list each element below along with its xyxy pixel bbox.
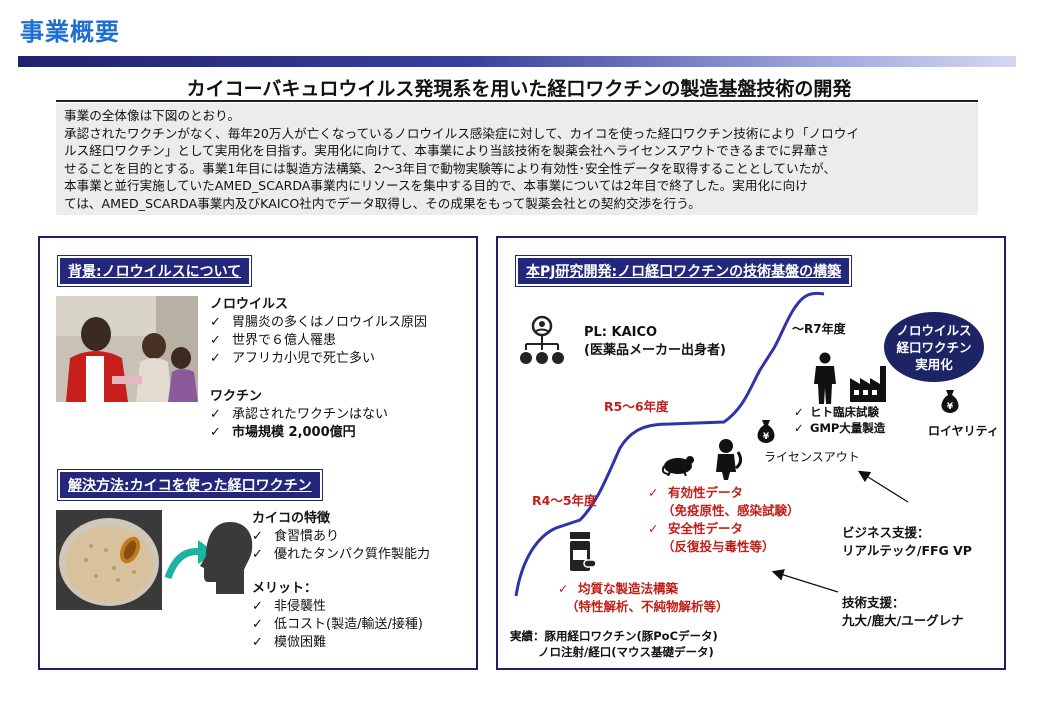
summary-line: せることを目的とする。事業1年目には製造方法構築、2～3年目で動物実験等により有… (64, 160, 837, 176)
summary-line: 事業の全体像は下図のとおり。 (64, 108, 241, 123)
pl-line1: PL: KAICO (584, 325, 658, 340)
features-heading: カイコの特徴 (252, 511, 331, 526)
tech-support-label: 技術支援： (842, 595, 905, 610)
list-item: ✓GMP大量製造 (794, 421, 886, 435)
goal-line1: ノロウイルス (896, 323, 972, 338)
summary-line: 本事業と並行実施していたAMED_SCARDA事業内にリソースを集中する目的で、… (64, 178, 808, 194)
summary-line: ては、AMED_SCARDA事業内及びKAICO社内でデータ取得し、その成果をも… (64, 195, 701, 211)
merits-heading: メリット： (252, 581, 318, 596)
clinical-list: ✓ヒト臨床試験 ✓GMP大量製造 (794, 404, 885, 436)
safety-heading: ✓安全性データ (648, 521, 744, 536)
merits-info: メリット： ✓非侵襲性 ✓低コスト(製造/輸送/接種) ✓模倣困難 (252, 580, 423, 652)
check-icon: ✓ (648, 521, 659, 536)
background-label: 背景:ノロウイルスについて (56, 255, 253, 287)
list-item: ✓低コスト(製造/輸送/接種) (252, 617, 423, 632)
check-icon: ✓ (252, 599, 263, 614)
vaccine-info: ワクチン ✓承認されたワクチンはない ✓市場規模 2,000億円 (210, 388, 388, 442)
check-icon: ✓ (794, 405, 804, 419)
organization-icon (520, 315, 564, 364)
results-line1: 実績：豚用経口ワクチン(豚PoCデータ) (510, 629, 718, 643)
person-icon (814, 352, 836, 404)
list-item: ✓食習慣あり (252, 529, 340, 544)
list-item: ✓承認されたワクチンはない (210, 407, 389, 422)
license-out-label: ライセンスアウト (764, 450, 860, 464)
list-item: ✓胃腸炎の多くはノロウイルス原因 (210, 315, 428, 330)
safety-detail: （反復投与毒性等） (662, 539, 775, 554)
pl-line2: (医薬品メーカー出身者) (584, 343, 726, 358)
left-panel: 背景:ノロウイルスについて ノロウイルス ✓胃腸炎の多くはノロウイルス原因 ✓世… (38, 236, 478, 670)
check-icon: ✓ (794, 421, 804, 435)
heading-rule (56, 100, 978, 102)
list-item: ✓アフリカ小児で死亡多い (210, 351, 376, 366)
check-icon: ✓ (210, 351, 221, 366)
results-line2: ノロ注射/経口(マウス基礎データ) (538, 645, 714, 659)
check-icon: ✓ (252, 529, 263, 544)
money-bag-icon: ¥ (941, 390, 959, 413)
check-icon: ✓ (210, 315, 221, 330)
summary-line: 承認されたワクチンがなく、毎年20万人が亡くなっているノロウイルス感染症に対して… (64, 125, 859, 141)
summary-line: ルス経口ワクチン」として実用化を目指す。実用化に向けて、本事業により当該技術を製… (64, 143, 830, 159)
silkworm-features: カイコの特徴 ✓食習慣あり ✓優れたタンパク質作製能力 (252, 510, 430, 564)
stage-r4: R4～5年度 (532, 493, 597, 508)
check-icon: ✓ (210, 407, 221, 422)
check-icon: ✓ (210, 333, 221, 348)
factory-icon (850, 366, 886, 402)
business-support-orgs: リアルテック/FFG VP (842, 543, 972, 558)
list-item: ✓非侵襲性 (252, 599, 327, 614)
vaccine-heading: ワクチン (210, 389, 263, 404)
silkworm-photo (56, 510, 162, 610)
manufacturing-info: ✓均質な製造法構築 （特性解析、不純物解析等） (558, 580, 729, 616)
project-label: 本PJ研究開発:ノロ経口ワクチンの技術基盤の構築 (514, 255, 853, 287)
monkey-icon (716, 439, 742, 480)
page-title: 事業概要 (20, 18, 120, 46)
growth-curve (514, 291, 825, 597)
list-item: ✓模倣困難 (252, 635, 327, 650)
norovirus-heading: ノロウイルス (210, 297, 289, 312)
title-bar (18, 56, 1016, 67)
royalty-label: ロイヤリティ (928, 424, 999, 438)
list-item: ✓世界で６億人罹患 (210, 333, 337, 348)
check-icon: ✓ (210, 425, 221, 440)
svg-text:¥: ¥ (763, 432, 770, 442)
mouse-icon (662, 456, 694, 476)
list-item: ✓市場規模 2,000億円 (210, 425, 356, 440)
goal-circle: ノロウイルス 経口ワクチン 実用化 (884, 312, 984, 382)
check-icon: ✓ (252, 547, 263, 562)
check-icon: ✓ (558, 581, 569, 596)
main-heading: カイコーバキュロウイルス発現系を用いた経口ワクチンの製造基盤技術の開発 (186, 78, 852, 100)
business-support-label: ビジネス支援： (842, 525, 930, 540)
norovirus-info: ノロウイルス ✓胃腸炎の多くはノロウイルス原因 ✓世界で６億人罹患 ✓アフリカ小… (210, 296, 427, 368)
medicine-icon (570, 532, 597, 571)
manufacturing-detail: （特性解析、不純物解析等） (566, 599, 729, 614)
head-profile-icon (200, 522, 253, 594)
children-photo (56, 296, 198, 402)
efficacy-safety-info: ✓有効性データ （免疫原性、感染試験） ✓安全性データ （反復投与毒性等） (648, 484, 800, 556)
right-panel: 本PJ研究開発:ノロ経口ワクチンの技術基盤の構築 PL: KAICO (医薬品メ… (496, 236, 1006, 670)
svg-text:¥: ¥ (947, 402, 954, 412)
efficacy-heading: ✓有効性データ (648, 485, 744, 500)
summary-box: 事業の全体像は下図のとおり。 承認されたワクチンがなく、毎年20万人が亡くなって… (56, 103, 978, 215)
stage-r7: ～R7年度 (792, 322, 846, 336)
tech-support-orgs: 九大/鹿大/ユーグレナ (842, 613, 964, 628)
list-item: ✓優れたタンパク質作製能力 (252, 547, 431, 562)
goal-line3: 実用化 (915, 357, 953, 372)
support-arrows (771, 470, 909, 593)
list-item: ✓ヒト臨床試験 (794, 405, 879, 419)
solution-label: 解決方法:カイコを使った経口ワクチン (57, 469, 323, 501)
efficacy-detail: （免疫原性、感染試験） (662, 503, 800, 518)
check-icon: ✓ (648, 485, 659, 500)
check-icon: ✓ (252, 635, 263, 650)
stage-r5: R5～6年度 (604, 399, 669, 414)
money-bag-icon: ¥ (757, 420, 775, 443)
manufacturing-heading: ✓均質な製造法構築 (558, 581, 679, 596)
goal-line2: 経口ワクチン (896, 340, 972, 355)
check-icon: ✓ (252, 617, 263, 632)
